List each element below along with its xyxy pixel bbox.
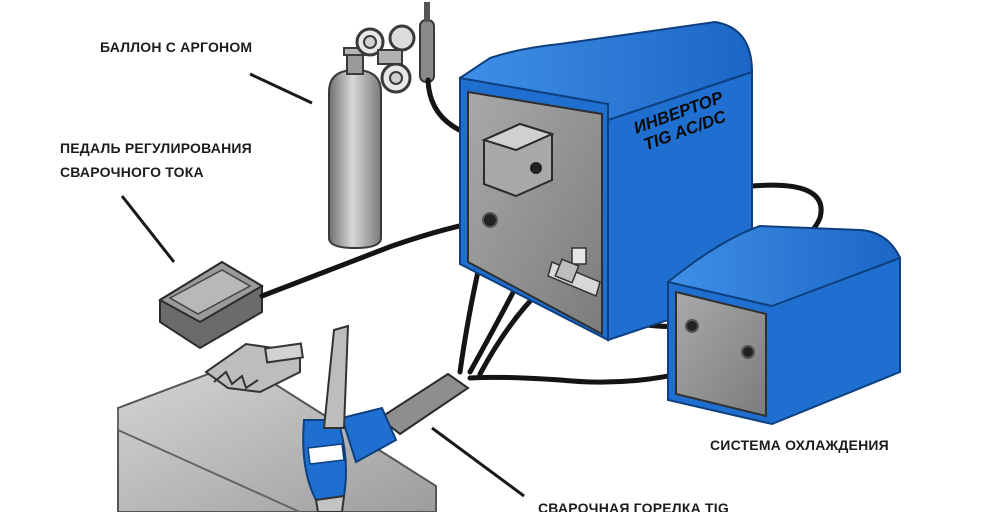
torch-connector	[547, 247, 601, 298]
pedal-socket	[482, 212, 498, 228]
cooling-system-label: СИСТЕМА ОХЛАЖДЕНИЯ	[710, 437, 889, 453]
coolant-port-1	[685, 319, 699, 333]
cooling-unit	[665, 224, 902, 426]
argon-cylinder	[328, 2, 435, 250]
ground-clamp	[204, 342, 304, 394]
pedal-label-line1: ПЕДАЛЬ РЕГУЛИРОВАНИЯ	[60, 140, 252, 156]
tig-torch-label: СВАРОЧНАЯ ГОРЕЛКА TIG	[538, 500, 729, 512]
argon-cylinder-label: БАЛЛОН С АРГОНОМ	[100, 39, 253, 55]
argon-leader-line	[249, 72, 313, 105]
leader-lines	[120, 72, 525, 498]
torch-leader-line	[431, 426, 525, 498]
pedal-leader-line	[120, 195, 176, 263]
gas-outlet-socket	[530, 162, 542, 174]
pedal-label-line2: СВАРОЧНОГО ТОКА	[60, 164, 204, 180]
current-control-pedal	[158, 260, 264, 350]
tig-torch	[302, 324, 470, 512]
coolant-port-2	[741, 345, 755, 359]
